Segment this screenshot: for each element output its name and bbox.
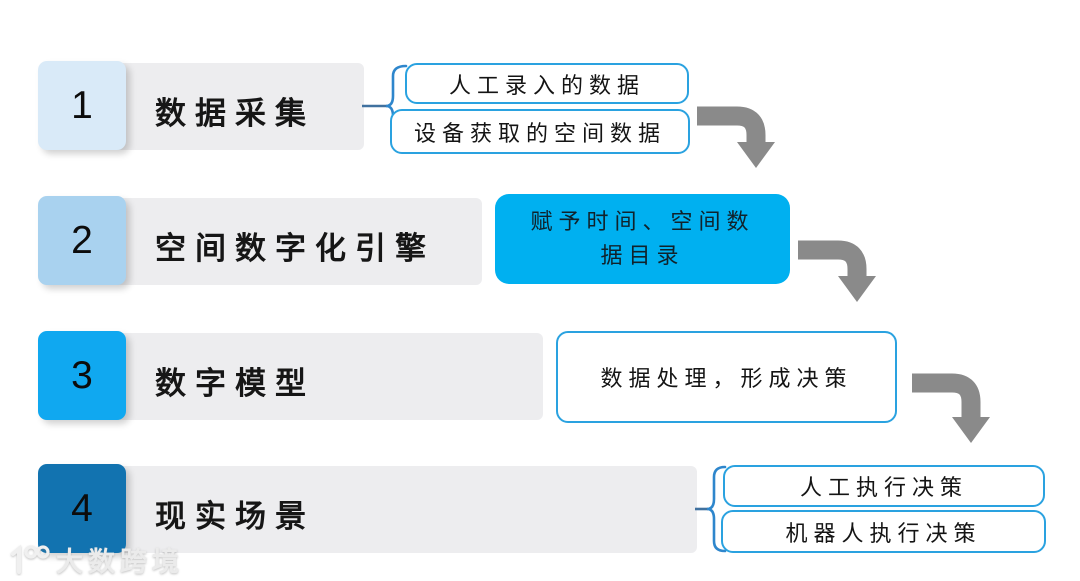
output-box: 数据处理，形成决策	[556, 331, 897, 423]
step-number-box: 3	[38, 331, 126, 420]
output-label: 赋予时间、空间数 据目录	[530, 208, 755, 268]
step-number-box: 4	[38, 464, 126, 553]
output-box-filled: 赋予时间、空间数 据目录	[495, 194, 790, 284]
step-bar	[46, 466, 697, 553]
output-label: 人工录入的数据	[448, 72, 645, 98]
step-title: 数字模型	[155, 366, 315, 401]
brace-connector	[695, 465, 727, 553]
step-number: 1	[71, 83, 93, 127]
output-label: 机器人执行决策	[785, 520, 982, 546]
output-box: 机器人执行决策	[721, 510, 1046, 553]
watermark-100-logo	[11, 544, 50, 574]
step-number: 4	[71, 486, 93, 530]
output-label: 人工执行决策	[799, 475, 968, 500]
step-number: 2	[71, 218, 93, 262]
output-box: 设备获取的空间数据	[390, 109, 690, 154]
step-title: 现实场景	[155, 499, 315, 534]
output-box: 人工录入的数据	[405, 63, 689, 104]
step-title: 数据采集	[155, 96, 315, 131]
output-box: 人工执行决策	[723, 465, 1045, 507]
step-number-box: 2	[38, 196, 126, 285]
step-title: 空间数字化引擎	[155, 231, 435, 266]
step-bar	[46, 333, 543, 420]
step-number: 3	[71, 353, 93, 397]
flow-arrow-down-icon	[798, 240, 876, 302]
flow-arrow-down-icon	[697, 106, 775, 168]
output-label: 数据处理，形成决策	[600, 366, 853, 391]
output-label: 设备获取的空间数据	[413, 120, 666, 146]
flow-arrow-down-icon	[912, 373, 990, 443]
watermark: 大数跨境	[6, 540, 184, 579]
watermark-text: 大数跨境	[56, 547, 184, 577]
step-number-box: 1	[38, 61, 126, 150]
